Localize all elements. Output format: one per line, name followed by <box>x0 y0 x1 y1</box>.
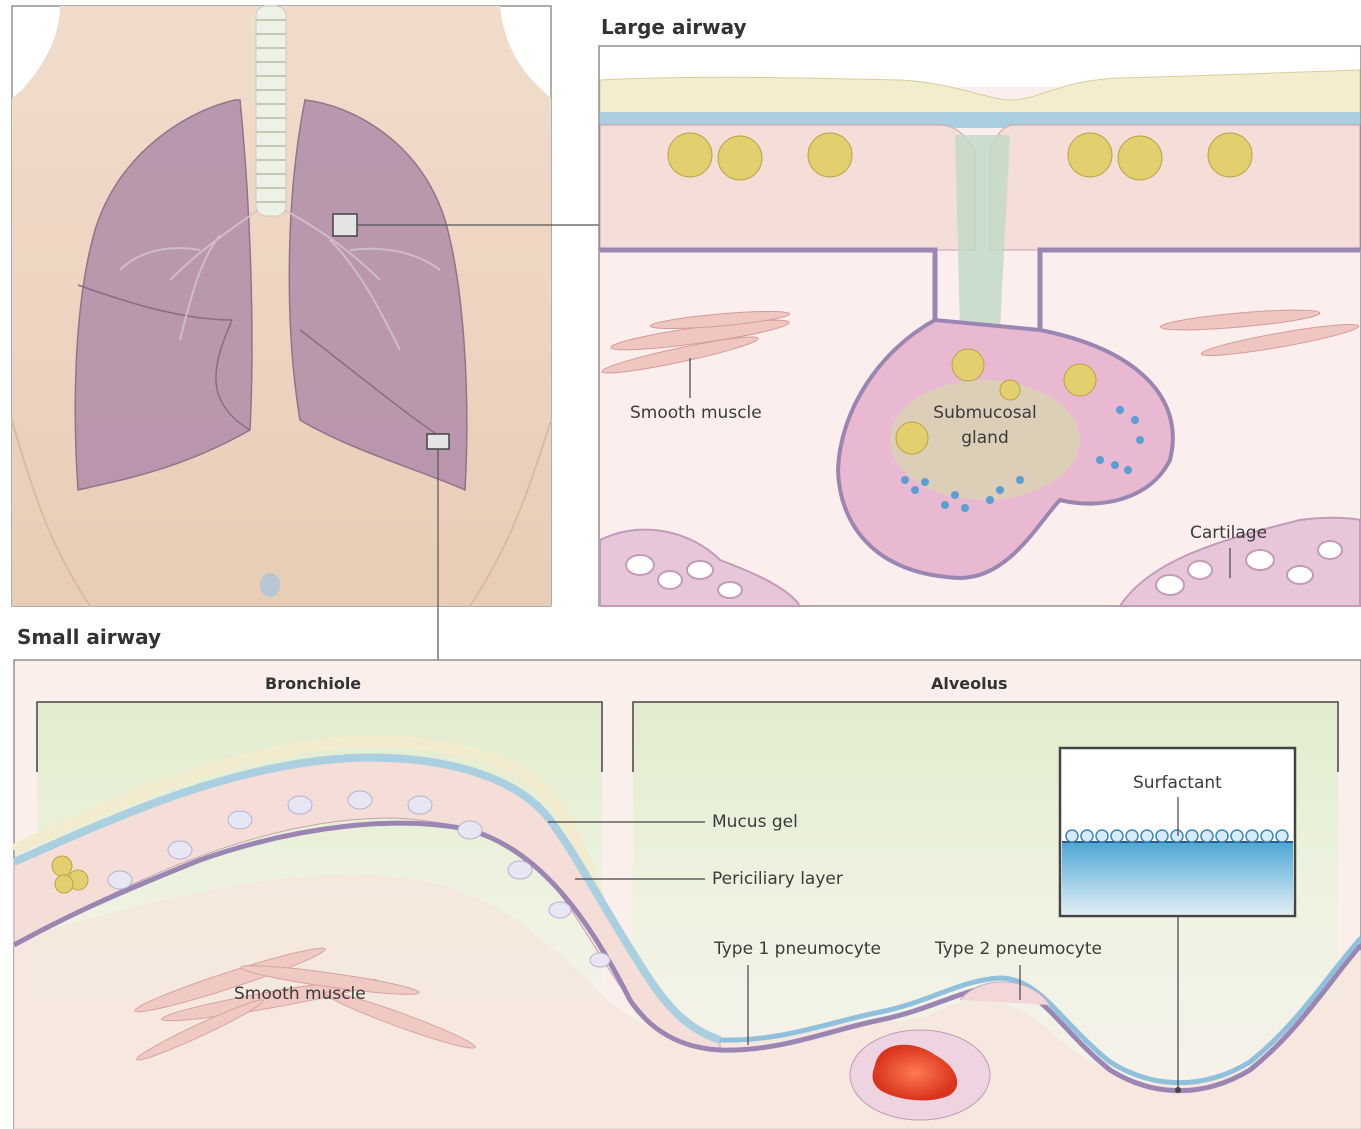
small-airway-title: Small airway <box>17 627 161 647</box>
label-cartilage: Cartilage <box>1190 525 1267 542</box>
small-airway-panel <box>14 660 1361 1129</box>
label-submucosal-gland-line2: gland <box>930 430 1040 447</box>
label-smooth-muscle-small: Smooth muscle <box>234 986 366 1003</box>
large-airway-sample-box <box>333 214 357 236</box>
large-airway-panel <box>599 46 1361 606</box>
label-smooth-muscle-large: Smooth muscle <box>630 405 762 422</box>
epithelium <box>600 125 975 250</box>
label-periciliary-layer: Periciliary layer <box>712 871 843 888</box>
label-surfactant: Surfactant <box>1133 775 1222 792</box>
trachea <box>256 6 286 216</box>
bronchiole-header: Bronchiole <box>265 676 361 692</box>
small-airway-sample-box <box>427 434 449 449</box>
label-submucosal-gland-line1: Submucosal <box>930 405 1040 422</box>
alveolus-header: Alveolus <box>931 676 1008 692</box>
label-mucus-gel: Mucus gel <box>712 814 798 831</box>
large-airway-title: Large airway <box>601 17 747 37</box>
label-type2-pneumocyte: Type 2 pneumocyte <box>935 941 1102 958</box>
label-type1-pneumocyte: Type 1 pneumocyte <box>714 941 881 958</box>
torso-panel <box>12 6 551 606</box>
